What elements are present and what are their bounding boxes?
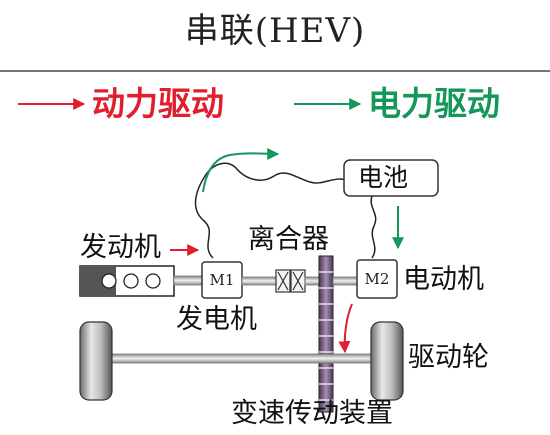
legend-electrical-label: 电力驱动 — [368, 84, 500, 123]
engine-cylinder-2 — [123, 273, 139, 289]
shaft-clutch-transmission — [304, 276, 320, 286]
motor-m2-box — [356, 259, 398, 299]
wire-battery-to-motor — [370, 195, 377, 259]
motor-label: 电动机 — [403, 264, 484, 295]
shaft-transmission-motor — [332, 276, 358, 286]
m2-label: M2 — [364, 270, 390, 288]
rear-axle — [109, 353, 379, 364]
mechanical-flow-arrow-to-wheels — [338, 303, 353, 354]
generator-label: 发电机 — [176, 304, 257, 335]
legend-mechanical-label: 动力驱动 — [92, 84, 224, 123]
clutch-icon — [275, 269, 306, 293]
engine-shaft — [173, 275, 205, 286]
engine-cylinder-1 — [101, 273, 117, 289]
left-wheel — [79, 321, 113, 401]
electrical-flow-arrow-to-battery — [202, 147, 280, 193]
transmission-label: 变速传动装置 — [231, 398, 393, 429]
engine-label: 发动机 — [80, 232, 161, 263]
right-wheel — [370, 321, 404, 401]
shaft-generator-clutch — [241, 276, 277, 286]
drive-wheel-label: 驱动轮 — [408, 342, 489, 373]
clutch-label: 离合器 — [248, 224, 329, 255]
battery-box — [343, 159, 439, 197]
engine-cylinder-3 — [145, 273, 161, 289]
transmission-gear-icon — [318, 255, 334, 413]
m1-label: M1 — [209, 271, 235, 289]
title-divider — [0, 70, 550, 72]
wire-generator-to-battery — [194, 162, 347, 259]
diagram-title: 串联(HEV) — [184, 11, 366, 51]
battery-label: 电池 — [358, 163, 409, 192]
